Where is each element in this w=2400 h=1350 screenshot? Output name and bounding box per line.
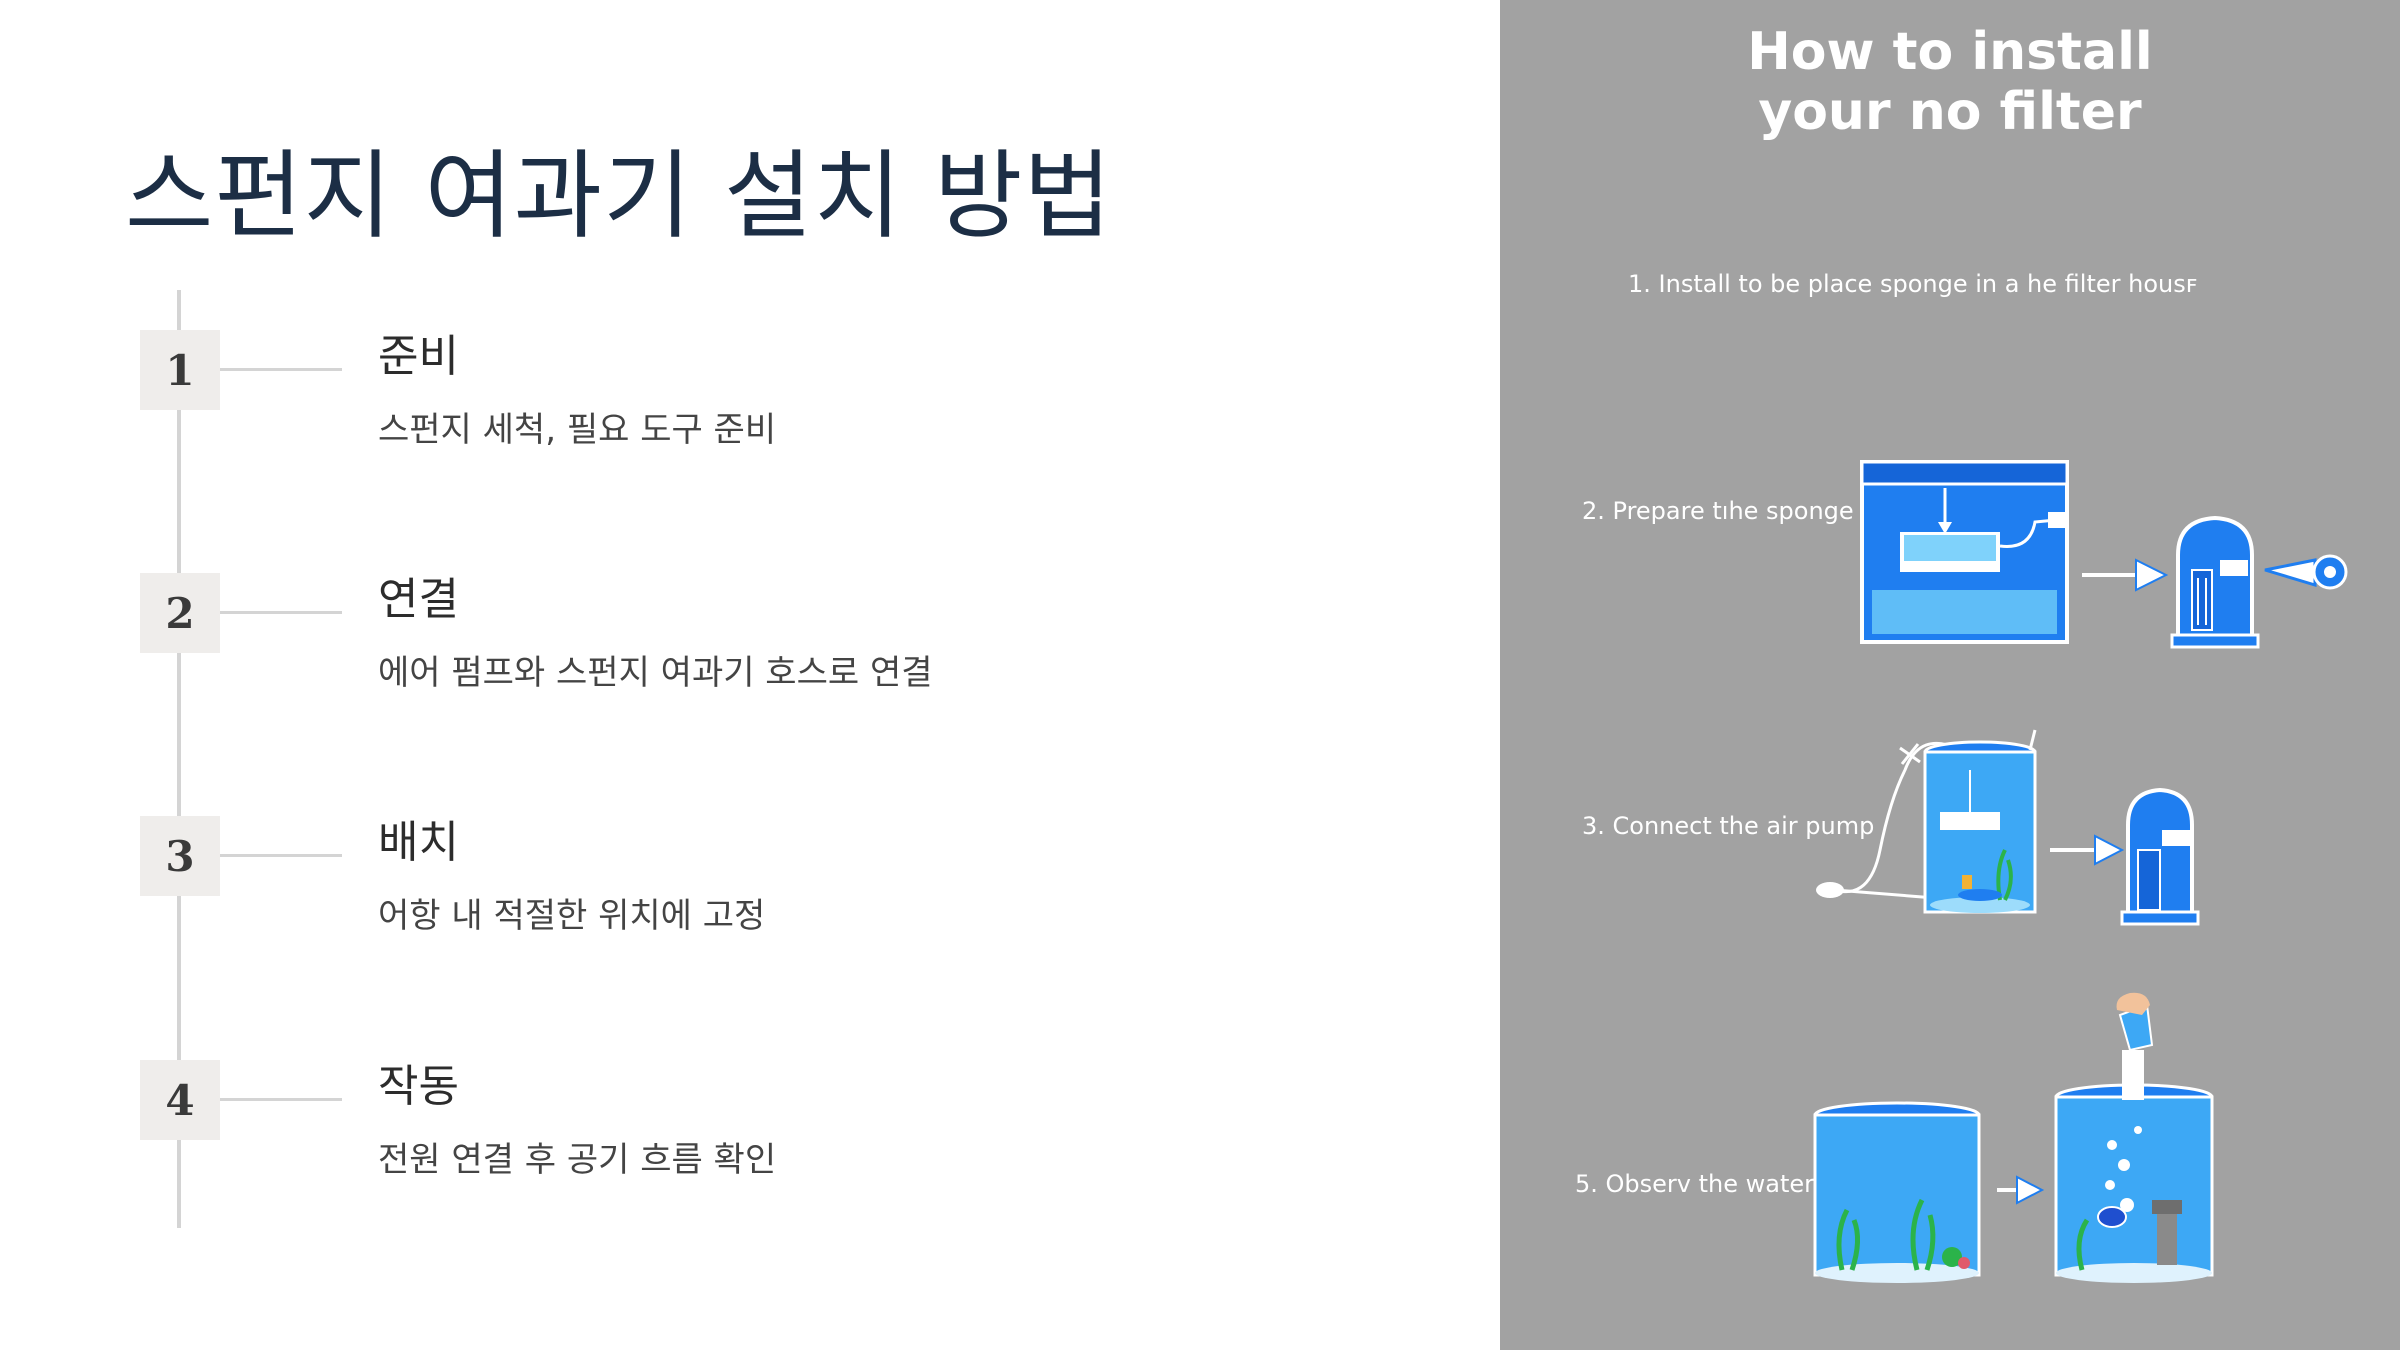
- step-connector: [220, 611, 342, 614]
- infographic-title-line: your no filter: [1758, 82, 2142, 142]
- step-connector: [220, 1098, 342, 1101]
- step-connector: [220, 368, 342, 371]
- planted-aquarium-icon: [1813, 1101, 1981, 1283]
- timeline-line: [177, 290, 181, 1228]
- filtered-aquarium-icon: [2054, 992, 2214, 1283]
- step-3: 3 배치 어항 내 적절한 위치에 고정: [0, 776, 1400, 976]
- connect-pump-illustration: [1816, 729, 2200, 926]
- filter-housing-icon: [2170, 515, 2260, 649]
- arrow-right-icon: [1997, 1175, 2045, 1205]
- step-number-badge: 1: [140, 330, 220, 410]
- step-title: 연결: [378, 574, 459, 625]
- sponge-filter-tank-icon: [1923, 729, 2037, 914]
- step-number-badge: 3: [140, 816, 220, 896]
- page-title: 스펀지 여과기 설치 방법: [125, 140, 1113, 252]
- infographic-title-line: How to install: [1747, 22, 2153, 82]
- infographic-panel: How to install your no filter 1. Install…: [1500, 0, 2400, 1350]
- step-1: 1 준비 스펀지 세척, 필요 도구 준비: [0, 290, 1400, 490]
- caption-step-3: 3. Connect the air pump: [1582, 812, 1875, 840]
- arrow-right-icon: [2082, 558, 2169, 592]
- caption-step-2: 2. Prepare tıhe sponge: [1582, 497, 1854, 525]
- aquarium-tank-icon: [1860, 460, 2069, 644]
- step-title: 배치: [378, 817, 459, 868]
- step-description: 에어 펌프와 스펀지 여과기 호스로 연결: [378, 653, 933, 693]
- infographic-title: How to install your no filter: [1500, 22, 2400, 142]
- step-title: 준비: [378, 331, 459, 382]
- step-number-badge: 2: [140, 573, 220, 653]
- step-description: 스펀지 세척, 필요 도구 준비: [378, 410, 777, 450]
- prepare-sponge-illustration: [1860, 460, 2348, 649]
- step-description: 어항 내 적절한 위치에 고정: [378, 896, 766, 936]
- step-description: 전원 연결 후 공기 흐름 확인: [378, 1140, 777, 1180]
- step-number-badge: 4: [140, 1060, 220, 1140]
- arrow-right-icon: [2050, 834, 2125, 866]
- text-panel: 스펀지 여과기 설치 방법 1 준비 스펀지 세척, 필요 도구 준비 2 연결…: [0, 140, 1400, 1228]
- step-4: 4 작동 전원 연결 후 공기 흐름 확인: [0, 1020, 1400, 1220]
- nozzle-icon: [2264, 554, 2348, 590]
- step-title: 작동: [378, 1061, 459, 1112]
- step-connector: [220, 854, 342, 857]
- filter-housing-icon: [2120, 787, 2200, 926]
- water-flow-illustration: [1813, 992, 2214, 1283]
- step-2: 2 연결 에어 펌프와 스펀지 여과기 호스로 연결: [0, 533, 1400, 733]
- caption-step-1: 1. Install to be place sponge in a he fi…: [1628, 270, 2198, 298]
